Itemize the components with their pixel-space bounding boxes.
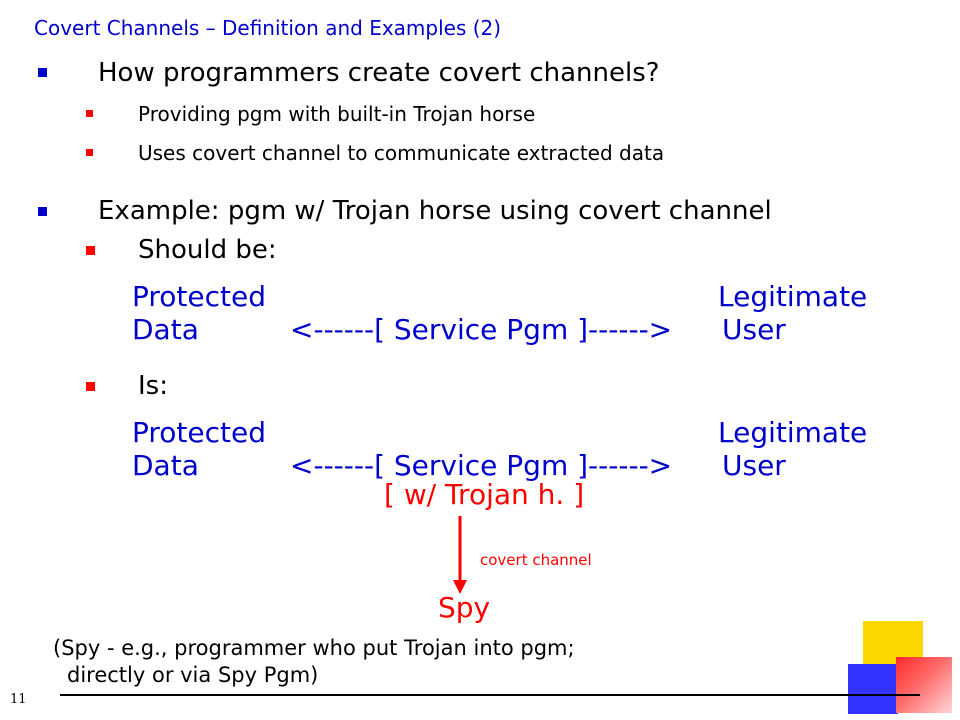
- footer-rule: [60, 694, 920, 696]
- protected-label: Protected: [132, 280, 266, 313]
- sub-bullet-is: Is:: [138, 371, 168, 401]
- user-label: User: [722, 313, 786, 346]
- covert-channel-arrow: [453, 516, 467, 594]
- decor-blue-square: [848, 664, 898, 714]
- sub-bullet-icon: [86, 382, 95, 391]
- service-pgm-arrow: <------[ Service Pgm ]------>: [290, 313, 673, 346]
- bullet-example: Example: pgm w/ Trojan horse using cover…: [98, 196, 772, 226]
- service-pgm-arrow: <------[ Service Pgm ]------>: [290, 449, 673, 482]
- protected-label: Protected: [132, 416, 266, 449]
- covert-channel-label: covert channel: [480, 551, 592, 569]
- legitimate-label: Legitimate: [718, 280, 868, 313]
- decor-red-square: [896, 657, 952, 713]
- sub-bullet-icon: [86, 110, 93, 117]
- sub-bullet-icon: [86, 246, 95, 255]
- note-line-1: (Spy - e.g., programmer who put Trojan i…: [53, 636, 575, 660]
- sub-bullet-covert: Uses covert channel to communicate extra…: [138, 141, 665, 165]
- sub-bullet-icon: [86, 149, 93, 156]
- bullet-how-programmers: How programmers create covert channels?: [98, 58, 660, 88]
- note-line-2: directly or via Spy Pgm): [67, 663, 319, 687]
- slide-title: Covert Channels – Definition and Example…: [34, 16, 502, 40]
- page-number: 11: [10, 692, 27, 707]
- data-label: Data: [132, 449, 199, 482]
- data-label: Data: [132, 313, 199, 346]
- user-label: User: [722, 449, 786, 482]
- spy-label: Spy: [438, 591, 491, 624]
- legitimate-label: Legitimate: [718, 416, 868, 449]
- bullet-icon: [38, 68, 47, 77]
- sub-bullet-should-be: Should be:: [138, 235, 277, 265]
- sub-bullet-trojan: Providing pgm with built-in Trojan horse: [138, 102, 536, 126]
- bullet-icon: [38, 207, 47, 216]
- trojan-label: [ w/ Trojan h. ]: [384, 478, 585, 511]
